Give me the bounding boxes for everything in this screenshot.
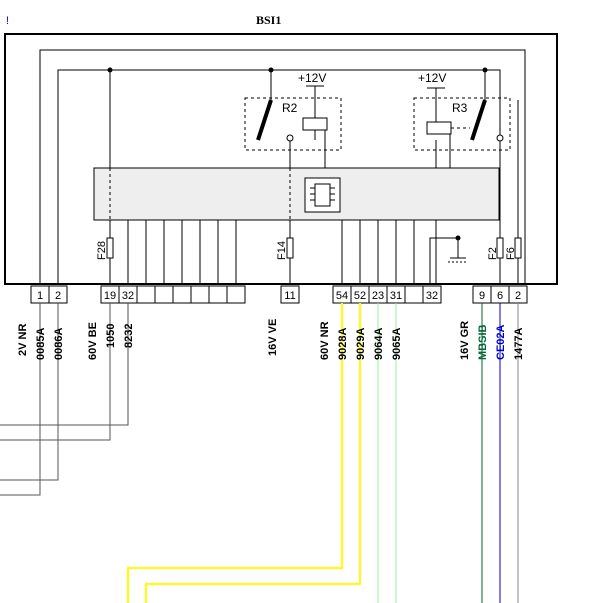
connector-pins — [30, 285, 528, 304]
pin-54: 54 — [336, 290, 348, 302]
relay-r3-supply: +12V — [418, 71, 446, 85]
pin-32b: 32 — [426, 290, 438, 302]
wire-label-60v-nr: 60V NR — [319, 321, 331, 360]
pin-1: 1 — [37, 290, 43, 302]
pin-31: 31 — [390, 290, 402, 302]
pin-11: 11 — [284, 290, 295, 302]
relay-r3-label: R3 — [452, 101, 468, 115]
wire-label-2v-nr: 2V NR — [17, 324, 29, 356]
wire-label-ce02a: CE02A — [495, 324, 507, 360]
pin-19: 19 — [104, 290, 116, 302]
wire-label-8232: 8232 — [123, 324, 135, 348]
corner-mark: ! — [6, 15, 9, 27]
wire-label-9029a: 9029A — [355, 328, 367, 360]
fuse-f28 — [106, 237, 114, 259]
fuse-f6 — [514, 237, 522, 259]
control-unit-block — [93, 167, 500, 221]
external-wires — [0, 303, 519, 603]
wire-label-1050: 1050 — [105, 324, 117, 348]
fuse-label-f6: F6 — [505, 247, 517, 260]
wire-label-0085a: 0085A — [35, 328, 47, 360]
pin-numbers: 1 2 19 32 11 54 52 23 31 32 9 6 2 — [37, 290, 521, 302]
pin-32a: 32 — [122, 290, 134, 302]
fuse-f2 — [496, 237, 504, 259]
chip-icon — [304, 177, 341, 213]
fuse-label-f2: F2 — [487, 247, 499, 260]
wire-label-mbsib: MBSIB — [477, 325, 489, 361]
relay-r3: R3 +12V — [413, 71, 511, 168]
wire-label-1477a: 1477A — [513, 328, 525, 360]
relay-r2-label: R2 — [282, 101, 298, 115]
wire-label-0086a: 0086A — [53, 328, 65, 360]
relay-r2-supply: +12V — [298, 71, 326, 85]
fuse-label-f14: F14 — [276, 241, 288, 260]
relay-r2: R2 +12V — [244, 71, 342, 168]
wire-label-9028a: 9028A — [337, 328, 349, 360]
diagram-title: BSI1 — [256, 13, 281, 27]
wire-labels: 2V NR 0085A 0086A 60V BE 1050 8232 16V V… — [17, 319, 525, 360]
pin-2b: 2 — [515, 290, 521, 302]
wire-label-16v-ve: 16V VE — [267, 319, 279, 356]
pin-9: 9 — [479, 290, 485, 302]
fuse-f14 — [286, 237, 294, 259]
bsi-box — [4, 33, 558, 285]
wire-label-9065a: 9065A — [391, 328, 403, 360]
pin-52: 52 — [354, 290, 366, 302]
wire-label-9064a: 9064A — [373, 328, 385, 360]
pin-6: 6 — [497, 290, 503, 302]
wire-label-60v-be: 60V BE — [87, 322, 99, 360]
fuses — [106, 237, 522, 259]
fuse-label-f28: F28 — [96, 241, 108, 260]
pin-23: 23 — [372, 290, 384, 302]
wire-label-16v-gr: 16V GR — [459, 321, 471, 360]
pin-2: 2 — [55, 290, 61, 302]
dashed-lines — [109, 168, 501, 220]
